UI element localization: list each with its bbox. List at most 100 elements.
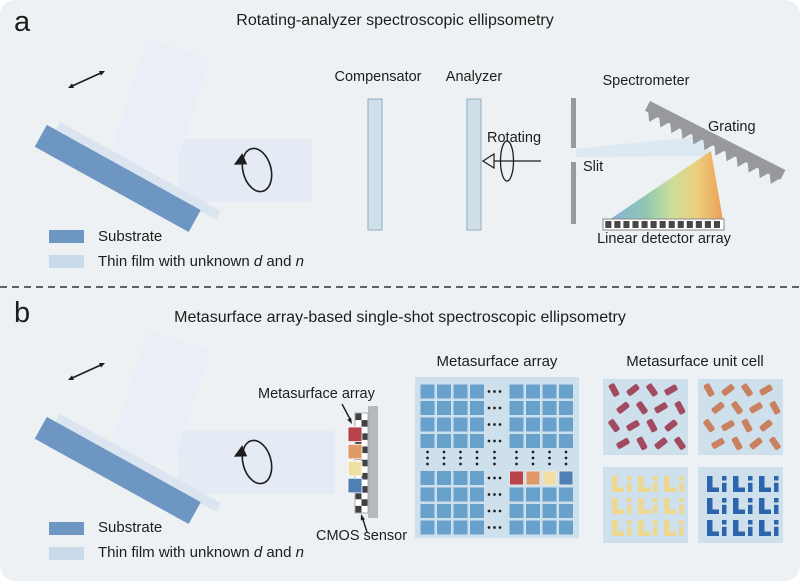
ellipsis-dot [498, 509, 502, 513]
slit-to-grating-beam [576, 136, 712, 157]
ellipsis-dot [493, 390, 496, 393]
ellipsis-dot [493, 439, 496, 443]
metasurface-strip-cell [347, 426, 363, 443]
ellipsis-dot [442, 456, 446, 460]
nanorod [721, 384, 735, 396]
array-cell [542, 487, 557, 502]
legend-film-and: and [262, 253, 296, 270]
thin-film-layer [55, 121, 221, 220]
ellipsis-dot [487, 423, 491, 426]
array-cell [526, 417, 540, 432]
panel-b-title: Metasurface array-based single-shot spec… [174, 309, 626, 326]
ellipsis-dot [459, 462, 462, 466]
ellipsis-dot [487, 526, 491, 529]
array-cell [526, 434, 540, 448]
nanorod [769, 436, 781, 450]
metasurface-array-title: Metasurface array [436, 353, 558, 370]
array-cell [437, 471, 451, 485]
li-resonator [612, 498, 632, 514]
legend-film-text: Thin film with unknown [98, 544, 254, 561]
grating-tooth [736, 156, 747, 167]
ellipsis-dot [442, 450, 446, 454]
array-cell [509, 487, 524, 502]
array-cell [526, 487, 540, 502]
slit-label: Slit [583, 159, 604, 175]
nanorod [759, 419, 773, 432]
array-cell [559, 504, 573, 518]
legend-film-label: Thin film with unknown d and n [98, 253, 304, 270]
legend-film-n: n [295, 253, 304, 270]
legend-substrate-swatch [49, 522, 84, 535]
elliptical-polarization-icon [233, 147, 273, 193]
metasurface-device-label: Metasurface array [258, 386, 375, 402]
incident-beam [109, 37, 211, 177]
detector-pixel [713, 221, 720, 228]
detector-pixel [695, 221, 702, 228]
sensor-pixel [361, 472, 368, 480]
ellipsis-dot [498, 493, 502, 496]
array-cell [526, 401, 540, 415]
li-resonator [733, 520, 753, 536]
panel-b-letter: b [14, 297, 31, 329]
sensor-pixel [355, 505, 362, 513]
nanorod [636, 401, 648, 415]
ellipsis-dot [564, 450, 568, 454]
li-resonator [638, 520, 658, 536]
ellipsis-dot [487, 390, 491, 393]
array-cell [437, 504, 451, 518]
cmos-sensor-bar [368, 406, 378, 518]
legend-film-d: d [253, 253, 263, 270]
incident-beam [109, 329, 211, 469]
compensator-label: Compensator [334, 69, 422, 85]
unit-cell-panel [603, 379, 688, 455]
ellipsis-dot [493, 509, 496, 513]
unit-cell-panel [603, 467, 688, 543]
array-cell [470, 520, 484, 535]
legend-film-text: Thin film with unknown [98, 253, 254, 270]
ellipsis-dot [564, 462, 568, 466]
analyzer-plate [466, 98, 482, 231]
ellipsis-dot [548, 462, 551, 466]
array-highlight-cell [542, 470, 557, 486]
array-cell [526, 504, 540, 518]
grating-tooth [659, 116, 670, 128]
grating-tooth [714, 145, 725, 156]
li-resonator [612, 476, 632, 492]
ellipsis-dot [498, 390, 502, 393]
array-cell [470, 504, 484, 518]
rotating-label: Rotating [487, 130, 542, 146]
array-cell [420, 487, 435, 502]
array-highlight-cell [525, 470, 541, 486]
array-cell [509, 434, 524, 448]
sensor-pixel [361, 420, 368, 427]
sensor-pixel [355, 439, 362, 447]
array-cell [542, 384, 557, 399]
ellipsis-dot [475, 456, 479, 460]
nanorod [759, 384, 773, 396]
array-highlight-cell [558, 470, 574, 486]
li-resonator [733, 498, 753, 514]
legend-film-swatch [49, 255, 84, 268]
array-cell [509, 520, 524, 535]
array-cell [420, 520, 435, 535]
nanorod [749, 402, 763, 414]
ellipsis-dot [548, 450, 551, 454]
array-cell [470, 487, 484, 502]
analyzer-label: Analyzer [445, 69, 503, 85]
array-cell [437, 434, 451, 448]
nanorod [749, 437, 763, 450]
cmos-label-arrow [360, 514, 368, 533]
grating-tooth [648, 111, 659, 122]
metasurface-strip-cell [347, 460, 363, 477]
array-cell [453, 384, 468, 399]
detector-pixel [614, 221, 621, 228]
sensor-pixel [361, 433, 368, 440]
nanorod [674, 401, 686, 415]
ellipsis-dot [493, 450, 496, 454]
array-cell [509, 504, 524, 518]
array-cell [526, 384, 540, 399]
li-resonator [664, 476, 684, 492]
legend-substrate-label: Substrate [98, 519, 163, 536]
sample [34, 121, 221, 233]
